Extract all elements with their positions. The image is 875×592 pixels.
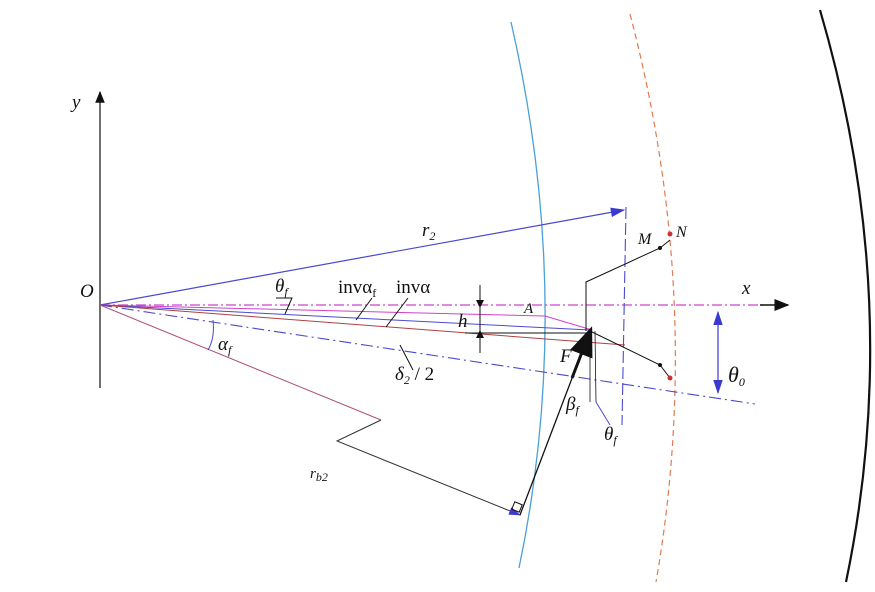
theta-f-prime-2-label: θf xyxy=(604,424,618,447)
rb2-zigzag xyxy=(335,419,521,516)
inv-alpha-f-label: invαf xyxy=(338,277,376,300)
tip-circle-arc xyxy=(629,13,676,583)
beta-f-label: βf xyxy=(565,394,580,417)
right-angle-mark xyxy=(511,501,523,513)
inv-alpha-leader xyxy=(385,297,409,328)
line-red xyxy=(99,304,626,346)
force-F-head xyxy=(570,326,593,379)
line-OA xyxy=(99,304,546,317)
M-label: M xyxy=(637,231,653,248)
alpha-f-arc xyxy=(207,319,214,351)
alpha-f-label: αf xyxy=(218,334,233,357)
inv-alpha-f-leader xyxy=(355,297,373,321)
h-label: h xyxy=(458,311,468,332)
point-N xyxy=(667,231,673,237)
tooth-center-line xyxy=(99,304,756,405)
theta-f-leader xyxy=(276,297,293,315)
outer-circle-arc xyxy=(818,9,872,583)
x-axis-label: x xyxy=(741,278,751,299)
base-circle-arc xyxy=(510,21,546,569)
N-label: N xyxy=(675,224,688,241)
rb2-label: rb2 xyxy=(310,466,328,484)
theta-f2-leader xyxy=(595,401,611,426)
dashed-vertical xyxy=(621,206,627,426)
delta-leader xyxy=(399,344,414,371)
delta2-half-label: δ2 / 2 xyxy=(395,364,434,387)
beta-ref-2 xyxy=(594,330,597,403)
tooth-profile-upper xyxy=(585,239,671,331)
tooth-profile-lower xyxy=(589,330,671,379)
inv-alpha-label: invα xyxy=(396,277,430,298)
r2-label: r2 xyxy=(422,220,435,243)
F-label: F xyxy=(559,346,572,367)
A-label: A xyxy=(523,301,534,317)
origin-label: O xyxy=(80,281,94,302)
line-OF xyxy=(99,304,591,331)
theta-f-prime-label: θf xyxy=(275,276,289,299)
y-axis-label: y xyxy=(70,92,81,113)
rb2-line xyxy=(99,304,382,421)
theta0-label: θ0 xyxy=(728,362,745,389)
r2-line xyxy=(99,207,626,306)
